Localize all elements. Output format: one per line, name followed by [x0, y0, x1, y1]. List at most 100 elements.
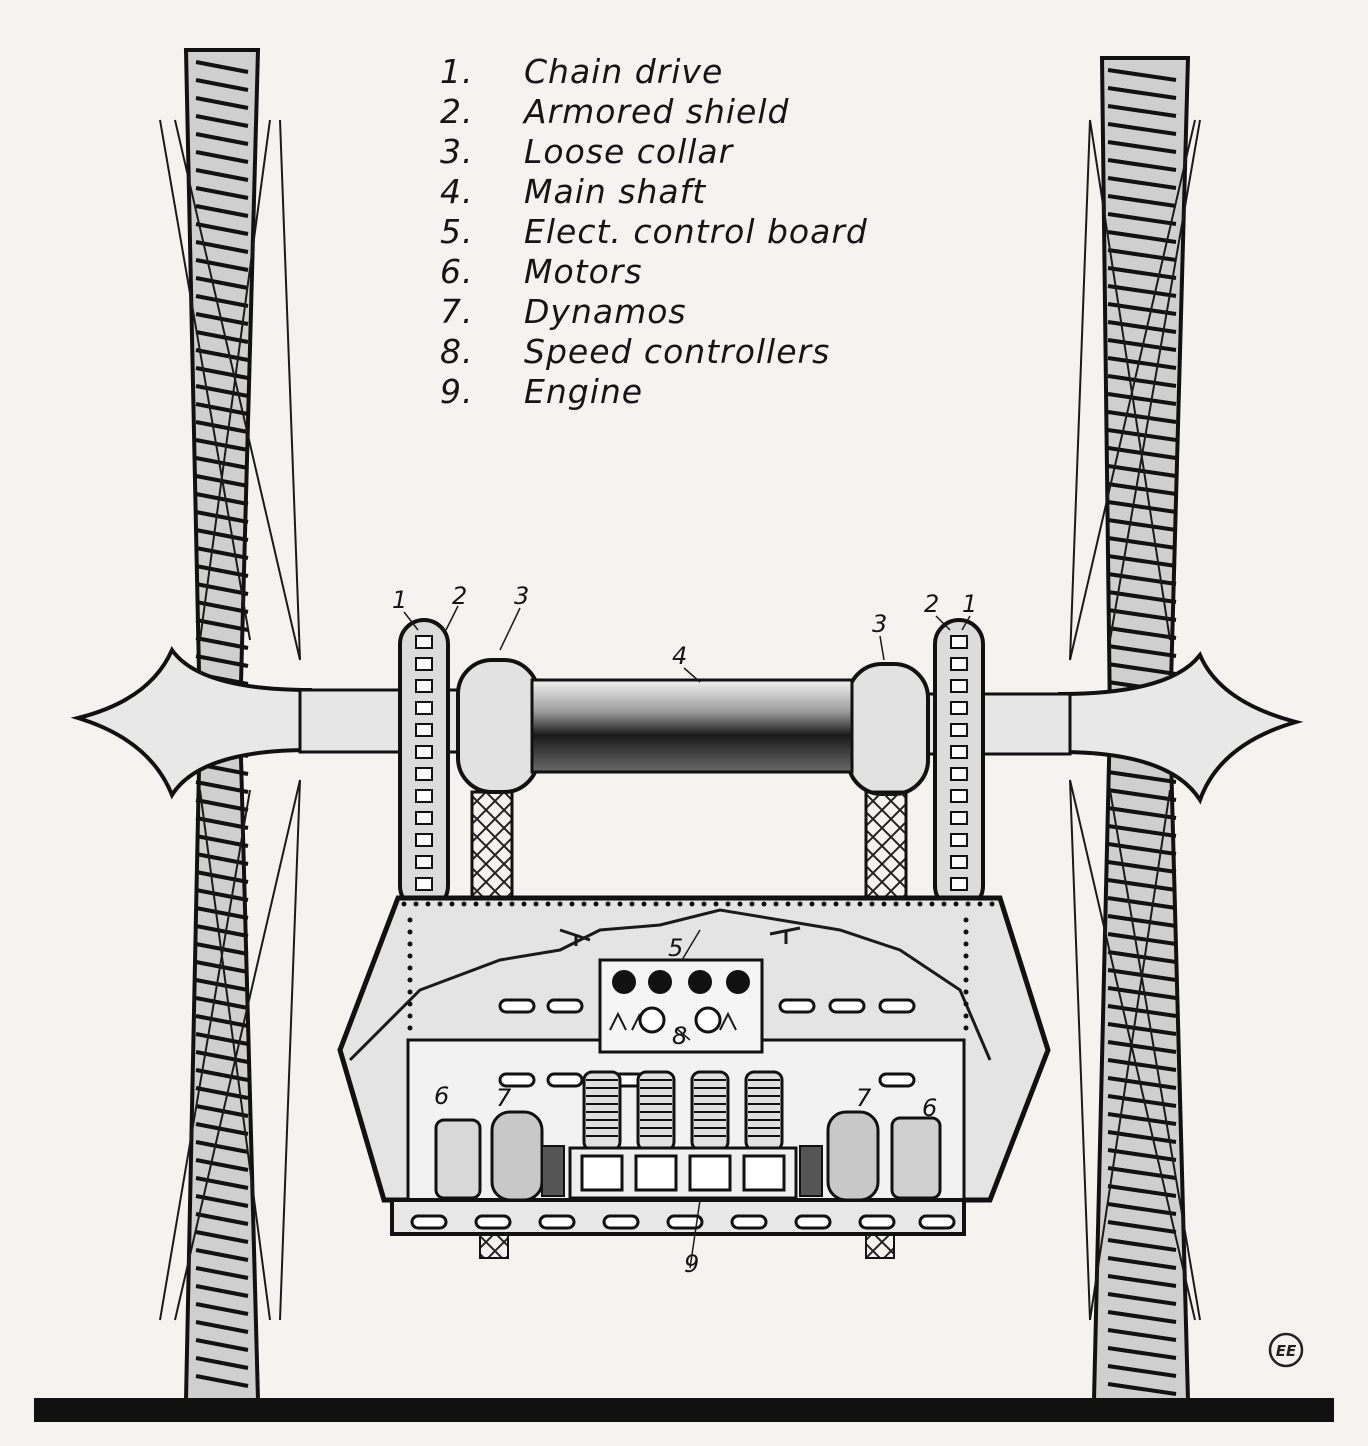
wheel-rib [195, 456, 249, 470]
leader-lines [403, 605, 971, 1269]
wheel-rib [1107, 68, 1177, 82]
wheel-rib [195, 402, 249, 416]
lamp-left [559, 928, 591, 946]
wheel-rib [1107, 1130, 1177, 1144]
legend-label: Motors [524, 252, 643, 291]
wheel-rib [1107, 932, 1177, 946]
wheel-rib [1107, 428, 1177, 442]
chain-link [950, 635, 968, 649]
rivet [407, 953, 413, 959]
wheel-rib [1107, 788, 1177, 802]
vent-slot [474, 1214, 512, 1230]
wheel-rib [1107, 320, 1177, 334]
wheel-rib [195, 1266, 249, 1280]
rivet [641, 901, 647, 907]
chain-link [950, 745, 968, 759]
wheel-rib [195, 528, 249, 542]
left-loose-collar [456, 658, 540, 794]
main-shaft [530, 678, 854, 774]
rivet [407, 941, 413, 947]
rivet [963, 977, 969, 983]
wheel-rib [1107, 482, 1177, 496]
legend-label: Dynamos [524, 292, 687, 331]
chain-link [950, 679, 968, 693]
rivet [845, 901, 851, 907]
wheel-rib [195, 834, 249, 848]
wheel-rib [1107, 914, 1177, 928]
wheel-rib [1107, 806, 1177, 820]
vent-slot [546, 998, 584, 1014]
wheel-rib [195, 906, 249, 920]
wheel-rib [195, 186, 249, 200]
rivet [653, 901, 659, 907]
vent-slot [828, 998, 866, 1014]
wheel-rib [1107, 1328, 1177, 1342]
callout-7-right: 7 [856, 1084, 872, 1112]
vent-slot [858, 1214, 896, 1230]
wheel-rib [1107, 536, 1177, 550]
vent-slot [546, 1072, 584, 1088]
wheel-rib [1107, 1292, 1177, 1306]
electric-control-board [598, 958, 764, 1054]
chain-link [950, 723, 968, 737]
rivet [545, 901, 551, 907]
wheel-rib [195, 240, 249, 254]
legend-number: 3. [440, 132, 474, 171]
wheel-rib [195, 888, 249, 902]
wheel-rib [195, 1374, 249, 1388]
wheel-rib [195, 132, 249, 146]
rivet [407, 1001, 413, 1007]
wheel-rib [1107, 392, 1177, 406]
wheel-rib [1107, 554, 1177, 568]
wheel-rib [195, 204, 249, 218]
wheel-rib [1107, 86, 1177, 100]
wheel-rib [1107, 1076, 1177, 1090]
callout-3-right: 3 [872, 610, 887, 638]
engine-crankcase [568, 1146, 798, 1200]
chain-link [950, 789, 968, 803]
rivet [449, 901, 455, 907]
wheel-rib [1107, 194, 1177, 208]
wheel-rib [1107, 1346, 1177, 1360]
wheel-rib [1107, 860, 1177, 874]
rivet [509, 901, 515, 907]
wheel-rib [1107, 1274, 1177, 1288]
legend-item: 4.Main shaft [440, 172, 920, 212]
wheel-rib [1107, 1094, 1177, 1108]
legend-label: Armored shield [524, 92, 790, 131]
rivet [963, 1001, 969, 1007]
wheel-rib [195, 924, 249, 938]
rivet [963, 965, 969, 971]
vent-slot [666, 1214, 704, 1230]
wheel-rib [1107, 626, 1177, 640]
chain-link [415, 811, 433, 825]
chain-link [415, 723, 433, 737]
wheel-rib [195, 1320, 249, 1334]
wheel-rib [195, 276, 249, 290]
wheel-rib [195, 582, 249, 596]
rivet [821, 901, 827, 907]
rivet [407, 917, 413, 923]
parts-legend: 1.Chain drive 2.Armored shield 3.Loose c… [440, 52, 920, 412]
wheel-rib [195, 1230, 249, 1244]
wheel-rib [1107, 1364, 1177, 1378]
callout-2-right: 2 [924, 590, 939, 618]
wheel-rib [1107, 158, 1177, 172]
vent-slot [538, 1214, 576, 1230]
chain-link [415, 789, 433, 803]
right-dynamo [826, 1110, 880, 1202]
left-dynamo [490, 1110, 544, 1202]
chain-link [950, 767, 968, 781]
wheel-rib [195, 438, 249, 452]
wheel-rib [195, 222, 249, 236]
legend-number: 7. [440, 292, 474, 331]
rivet [473, 901, 479, 907]
callout-6-right: 6 [922, 1094, 937, 1122]
right-chain-drive [933, 618, 985, 912]
rivet [905, 901, 911, 907]
rivet [869, 901, 875, 907]
callout-1-left: 1 [392, 586, 407, 614]
rivet [689, 901, 695, 907]
wheel-rib [195, 168, 249, 182]
wheel-rib [1107, 464, 1177, 478]
